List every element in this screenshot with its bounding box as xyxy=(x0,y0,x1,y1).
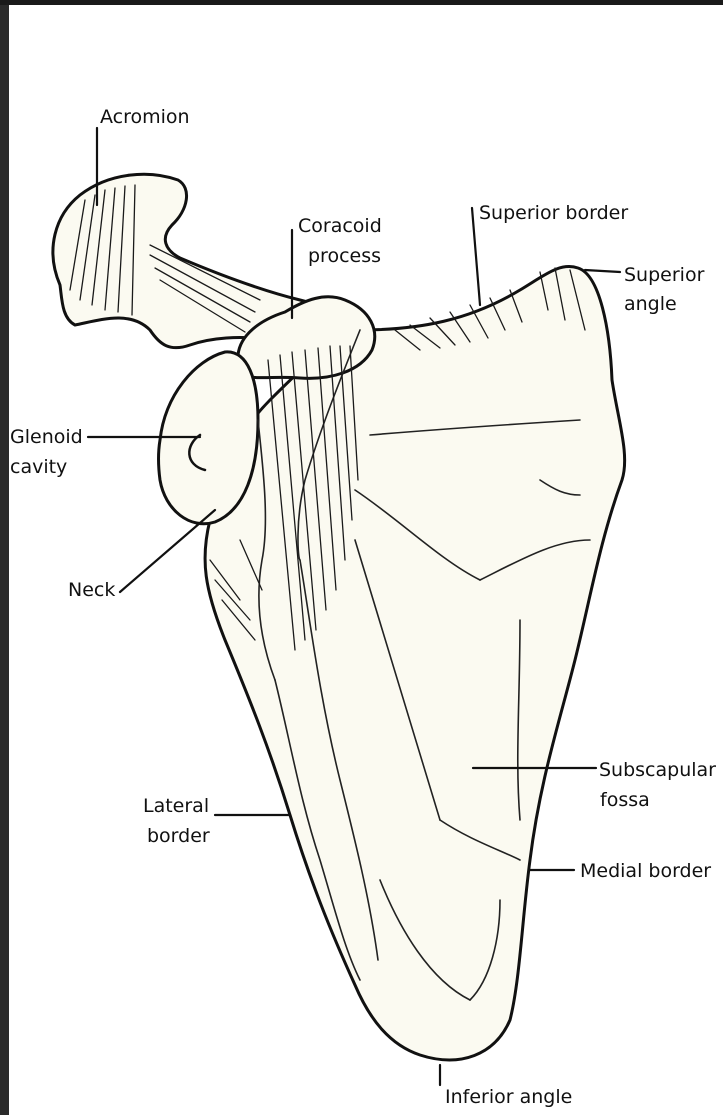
label-acromion: Acromion xyxy=(100,106,190,128)
label-coracoid-line1: Coracoid xyxy=(298,215,382,237)
label-glenoid-line2: cavity xyxy=(10,456,67,478)
label-lateral-line1: Lateral xyxy=(143,795,209,817)
label-lateral-line2: border xyxy=(147,825,210,847)
label-coracoid-line2: process xyxy=(308,245,381,267)
label-glenoid-line1: Glenoid xyxy=(10,426,83,448)
scapula-body xyxy=(205,267,625,1060)
neck-leader xyxy=(120,510,215,592)
label-superior-angle-line1: Superior xyxy=(624,264,705,286)
superior-angle-leader xyxy=(585,270,620,272)
label-subscapular-line1: Subscapular xyxy=(599,759,716,781)
label-inferior-angle: Inferior angle xyxy=(445,1086,572,1108)
label-neck: Neck xyxy=(68,579,115,601)
label-medial-border: Medial border xyxy=(580,860,711,882)
label-superior-angle-line2: angle xyxy=(624,293,677,315)
label-subscapular-line2: fossa xyxy=(600,789,650,811)
label-superior-border: Superior border xyxy=(479,202,628,224)
